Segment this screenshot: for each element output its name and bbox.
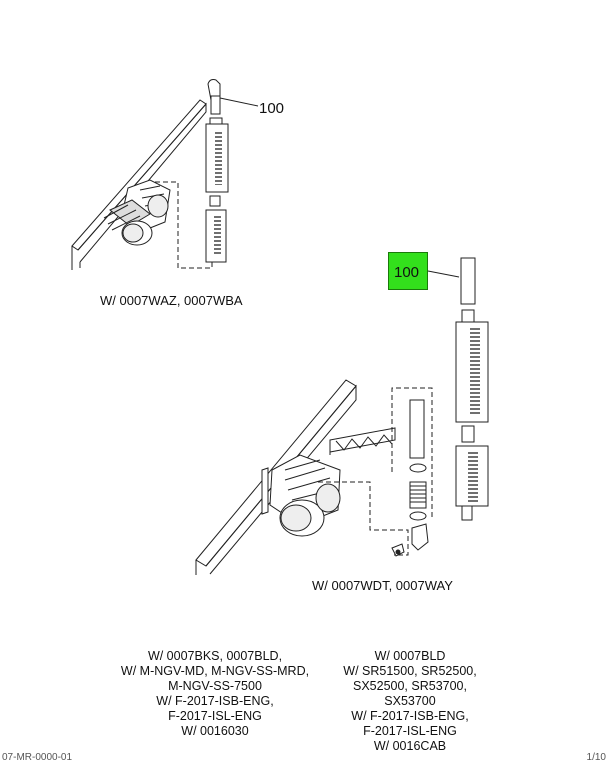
highlighted-part-number: 100 <box>394 264 420 281</box>
lower-muffler-drum <box>279 483 341 537</box>
right-note-line: SX52500, SR53700, <box>353 679 467 693</box>
lower-assembly-caption: W/ 0007WDT, 0007WAY <box>312 578 453 593</box>
upper-mounting-bracket <box>103 179 171 233</box>
upper-heat-shield-1 <box>205 123 229 193</box>
upper-clamp-drum <box>121 194 169 246</box>
right-note-line: W/ 0016CAB <box>373 739 447 753</box>
lower-cross-brace <box>329 427 396 455</box>
lower-dashed-routing <box>318 387 433 556</box>
lower-callout-leader <box>427 270 460 278</box>
highlighted-part-callout[interactable]: 100 <box>388 252 428 290</box>
right-notes: W/ 0007BLD W/ SR51500, SR52500, SX52500,… <box>330 649 490 754</box>
upper-exhaust-assembly <box>71 79 259 270</box>
lower-stack-pipe <box>460 257 476 323</box>
upper-heat-shield-2 <box>205 195 227 263</box>
upper-assembly-caption: W/ 0007WAZ, 0007WBA <box>100 293 243 308</box>
right-note-line: W/ SR51500, SR52500, <box>343 664 477 678</box>
lower-flex-joint <box>409 399 429 551</box>
lower-heat-shield-1 <box>455 321 489 423</box>
upper-part-callout: 100 <box>259 100 285 117</box>
left-note-line: W/ F-2017-ISB-ENG, <box>156 694 274 708</box>
left-note-line: M-NGV-SS-7500 <box>168 679 262 693</box>
left-note-line: W/ 0007BKS, 0007BLD, <box>147 649 283 663</box>
upper-tailpipe <box>207 79 223 129</box>
left-note-line: W/ 0016030 <box>181 724 249 738</box>
left-notes: W/ 0007BKS, 0007BLD, W/ M-NGV-MD, M-NGV-… <box>110 649 320 739</box>
right-note-line: SX53700 <box>384 694 436 708</box>
left-note-line: F-2017-ISL-ENG <box>168 709 262 723</box>
right-note-line: W/ F-2017-ISB-ENG, <box>351 709 469 723</box>
footer-document-id: 07-MR-0000-01 <box>2 752 73 763</box>
lower-small-clamp <box>391 543 405 557</box>
upper-callout-leader <box>219 97 259 107</box>
footer-page-number: 1/10 <box>586 752 606 763</box>
lower-exhaust-assembly <box>195 257 489 575</box>
right-note-line: W/ 0007BLD <box>374 649 446 663</box>
right-note-line: F-2017-ISL-ENG <box>363 724 457 738</box>
lower-heat-shield-2 <box>455 425 489 521</box>
left-note-line: W/ M-NGV-MD, M-NGV-SS-MRD, <box>120 664 310 678</box>
